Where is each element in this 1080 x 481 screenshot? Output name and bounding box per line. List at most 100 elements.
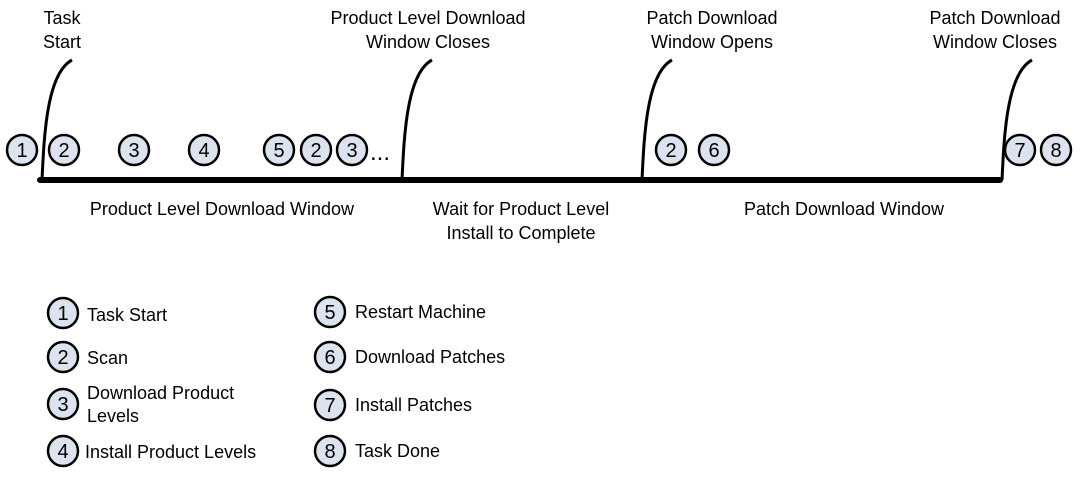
marker-number: 8 bbox=[324, 441, 335, 463]
timeline-marker-8: 8 bbox=[1039, 133, 1073, 167]
legend-label: Download Patches bbox=[355, 347, 505, 367]
legend-label-line: Restart Machine bbox=[355, 302, 486, 322]
marker-number: 4 bbox=[198, 140, 209, 162]
legend-label-line: Scan bbox=[87, 348, 128, 368]
marker-circle bbox=[46, 296, 80, 330]
marker-circle bbox=[1039, 133, 1073, 167]
milestone-tick bbox=[40, 58, 73, 181]
legend-marker-6: 6 bbox=[313, 340, 347, 374]
milestone-label-line: Start bbox=[43, 32, 81, 52]
marker-circle bbox=[46, 387, 80, 421]
marker-circle bbox=[335, 133, 369, 167]
phase-wait-for-install-line: Wait for Product Level bbox=[433, 199, 609, 219]
timeline-ellipsis: ... bbox=[370, 139, 390, 166]
marker-number: 6 bbox=[708, 140, 719, 162]
milestone-tick bbox=[640, 58, 673, 181]
marker-number: 3 bbox=[128, 140, 139, 162]
legend-label: Install Patches bbox=[355, 395, 472, 415]
legend-marker-1: 1 bbox=[46, 296, 80, 330]
legend-item-6: 6 Download Patches bbox=[313, 340, 505, 374]
legend-item-7: 7 Install Patches bbox=[313, 388, 472, 422]
marker-number: 3 bbox=[57, 394, 68, 416]
phase-patch-download-window: Patch Download Window bbox=[744, 199, 945, 219]
marker-circle bbox=[46, 340, 80, 374]
marker-circle bbox=[299, 133, 333, 167]
legend-marker-4: 4 bbox=[46, 434, 80, 468]
milestone-label-line: Product Level Download bbox=[330, 8, 525, 28]
phase-product-level-download-window-line: Product Level Download Window bbox=[90, 199, 355, 219]
legend-item-5: 5 Restart Machine bbox=[313, 295, 486, 329]
milestone-tick bbox=[1000, 58, 1033, 181]
marker-number: 1 bbox=[16, 140, 27, 162]
legend-label-line: Levels bbox=[87, 406, 139, 426]
timeline-marker-2: 2 bbox=[47, 133, 81, 167]
timeline-marker-4: 4 bbox=[187, 133, 221, 167]
marker-circle bbox=[313, 340, 347, 374]
phase-label-group: Product Level Download Window Wait for Pr… bbox=[90, 199, 945, 243]
marker-number: 6 bbox=[324, 347, 335, 369]
legend-marker-3: 3 bbox=[46, 387, 80, 421]
marker-number: 5 bbox=[273, 140, 284, 162]
phase-wait-for-install-line: Install to Complete bbox=[446, 223, 595, 243]
legend-item-8: 8 Task Done bbox=[313, 434, 440, 468]
legend-label-line: Download Patches bbox=[355, 347, 505, 367]
legend-label: Install Product Levels bbox=[85, 442, 256, 462]
legend-label: Scan bbox=[87, 348, 128, 368]
marker-circle bbox=[313, 388, 347, 422]
legend-label-line: Task Done bbox=[355, 441, 440, 461]
marker-number: 2 bbox=[665, 140, 676, 162]
marker-circle bbox=[313, 434, 347, 468]
marker-number: 7 bbox=[1014, 140, 1025, 162]
marker-circle bbox=[46, 434, 80, 468]
marker-circle bbox=[654, 133, 688, 167]
timeline-marker-5: 5 bbox=[262, 133, 296, 167]
legend-marker-5: 5 bbox=[313, 295, 347, 329]
marker-number: 2 bbox=[58, 140, 69, 162]
phase-patch-download-window-line: Patch Download Window bbox=[744, 199, 945, 219]
marker-number: 2 bbox=[57, 347, 68, 369]
marker-circle bbox=[117, 133, 151, 167]
marker-circle bbox=[1003, 133, 1037, 167]
legend-label-line: Install Patches bbox=[355, 395, 472, 415]
marker-number: 5 bbox=[324, 302, 335, 324]
marker-circle bbox=[313, 295, 347, 329]
marker-circle bbox=[697, 133, 731, 167]
legend-label: Task Start bbox=[87, 305, 167, 325]
legend-label-line: Install Product Levels bbox=[85, 442, 256, 462]
milestone-tick bbox=[400, 58, 433, 181]
timeline-marker-2: 2 bbox=[654, 133, 688, 167]
marker-number: 8 bbox=[1050, 140, 1061, 162]
phase-product-level-download-window: Product Level Download Window bbox=[90, 199, 355, 219]
milestone-label-line: Window Closes bbox=[366, 32, 490, 52]
marker-number: 7 bbox=[324, 395, 335, 417]
milestone-label-line: Task bbox=[43, 8, 81, 28]
milestone-label-line: Window Opens bbox=[651, 32, 773, 52]
milestone-label-line: Window Closes bbox=[933, 32, 1057, 52]
marker-number: 1 bbox=[57, 303, 68, 325]
legend-marker-2: 2 bbox=[46, 340, 80, 374]
legend-label: Task Done bbox=[355, 441, 440, 461]
legend-label: Restart Machine bbox=[355, 302, 486, 322]
timeline-marker-7: 7 bbox=[1003, 133, 1037, 167]
marker-number: 3 bbox=[346, 140, 357, 162]
timeline-marker-6: 6 bbox=[697, 133, 731, 167]
marker-circle bbox=[5, 133, 39, 167]
legend-label-line: Download Product bbox=[87, 383, 234, 403]
timeline-marker-1: 1 bbox=[5, 133, 39, 167]
